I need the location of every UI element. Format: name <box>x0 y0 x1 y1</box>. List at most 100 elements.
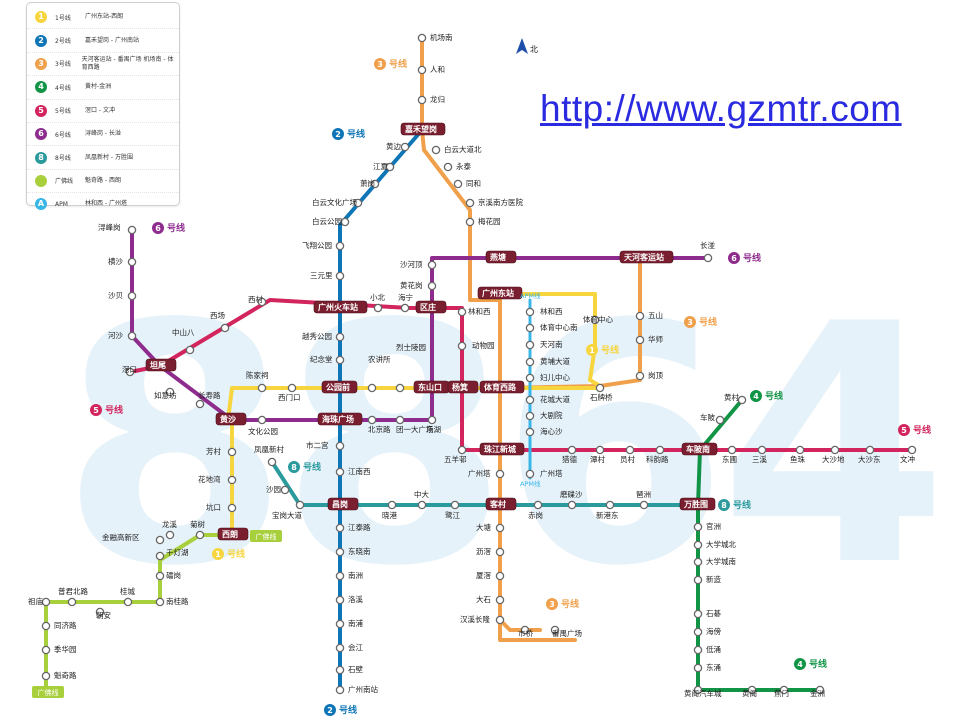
station-label: 桂城 <box>120 586 135 596</box>
station-dot <box>533 500 543 510</box>
line-3-south <box>498 508 542 632</box>
station-dot <box>639 500 649 510</box>
station-dot <box>67 597 77 607</box>
north-arrow-icon <box>516 38 528 54</box>
station-label: 大石 <box>476 594 491 604</box>
line-badge-text: 号线 <box>699 316 717 328</box>
station-dot <box>127 257 137 267</box>
line-badge-icon <box>90 404 102 416</box>
station-label: 猎德 <box>562 454 577 464</box>
station-dot <box>495 547 505 557</box>
station-dot <box>95 607 105 617</box>
station-label: 金融高新区 <box>102 532 140 542</box>
line-2 <box>338 128 424 692</box>
station-dot <box>370 179 380 189</box>
legend-line-icon: 4 <box>35 81 47 94</box>
interchange-station-marker <box>400 122 446 136</box>
station-label: 会江 <box>348 642 363 652</box>
line-badge-number: 8 <box>721 501 727 510</box>
station-label: 江南西 <box>348 466 371 476</box>
legend-line-desc: 浔峰岗 - 长湴 <box>85 130 121 138</box>
line-badge-icon <box>718 499 730 511</box>
station-dot <box>907 445 917 455</box>
station-dot <box>567 445 577 455</box>
station-label: 人和 <box>430 65 445 74</box>
station-label: 沙河顶 <box>400 260 423 269</box>
station-dot <box>41 645 51 655</box>
line-badge-text: 号线 <box>765 390 783 402</box>
station-dot <box>353 198 363 208</box>
line-badge-icon <box>586 344 598 356</box>
station-label: 芳村 <box>206 446 221 456</box>
interchange-station-marker <box>327 497 359 511</box>
station-dot <box>443 162 453 172</box>
interchange-station-marker <box>485 497 517 511</box>
station-dot <box>595 445 605 455</box>
station-dot <box>715 415 725 425</box>
station-dot <box>625 445 635 455</box>
station-label: 永泰 <box>456 161 471 171</box>
station-label: 杨箕 <box>452 382 468 392</box>
station-dot <box>431 145 441 155</box>
station-dot <box>693 627 703 637</box>
station-dot <box>427 415 437 425</box>
station-label: 车陂南 <box>686 444 710 454</box>
station-label: 大沙东 <box>858 454 881 464</box>
station-label: 区庄 <box>420 302 436 312</box>
station-label: 三元里 <box>310 271 333 280</box>
station-label: 客村 <box>489 499 506 509</box>
station-dot <box>727 445 737 455</box>
station-dot <box>387 500 397 510</box>
legend-line-icon: 3 <box>35 57 47 70</box>
station-label: 妇儿中心 <box>540 372 570 382</box>
station-label: 新港东 <box>596 510 619 520</box>
station-label: 天河客运站 <box>624 252 664 262</box>
station-dot <box>220 323 230 333</box>
legend-line-desc: 黄村-金洲 <box>85 83 112 91</box>
interchange-station-marker <box>447 380 479 394</box>
legend-line-name: 3号线 <box>55 61 71 69</box>
north-label: 北 <box>530 45 538 54</box>
station-label: 中大 <box>414 489 429 499</box>
station-dot <box>257 297 267 307</box>
station-label: 石壁 <box>348 664 363 674</box>
station-label: 黄村 <box>724 392 739 402</box>
interchange-station-marker <box>679 497 716 511</box>
website-link[interactable]: http://www.gzmtr.com <box>540 88 902 129</box>
station-label: 动物园 <box>472 340 495 350</box>
guangfo-line <box>44 533 234 692</box>
line-badge-icon <box>546 598 558 610</box>
station-label: 菊树 <box>190 519 205 529</box>
station-label: 海心沙 <box>540 426 563 436</box>
legend-line-name: APM <box>55 200 68 208</box>
station-label: 大剧院 <box>540 410 563 420</box>
station-dot <box>417 95 427 105</box>
station-label: 林和西 <box>540 306 563 316</box>
station-dot <box>495 615 505 625</box>
line-badge-number: 8 <box>291 463 297 472</box>
station-dot <box>525 357 535 367</box>
line-tag-text: APM线 <box>520 479 541 488</box>
station-label: 科韵路 <box>646 454 669 464</box>
station-dot <box>335 332 345 342</box>
station-label: 昌岗 <box>332 499 348 509</box>
station-label: 广州火车站 <box>318 302 358 312</box>
station-dot <box>525 395 535 405</box>
line-badge-number: 1 <box>589 346 595 355</box>
station-dot <box>595 383 605 393</box>
line-badge-number: 2 <box>327 706 333 715</box>
line-badge-icon <box>898 424 910 436</box>
station-label: 东圃 <box>722 454 737 464</box>
legend-line-desc: 嘉禾望岗 - 广州南站 <box>85 36 139 44</box>
station-label: 东湖 <box>426 424 441 434</box>
legend-line-name: 广佛线 <box>55 178 74 186</box>
station-label: 如意坊 <box>154 390 177 400</box>
station-label: 低涌 <box>706 644 721 654</box>
station-dot <box>495 571 505 581</box>
station-label: 烈士陵园 <box>396 342 426 352</box>
line-badge-text: 号线 <box>733 499 751 511</box>
station-dot <box>335 441 345 451</box>
station-label: 赤岗 <box>528 511 543 520</box>
interchange-station-marker <box>217 527 249 541</box>
